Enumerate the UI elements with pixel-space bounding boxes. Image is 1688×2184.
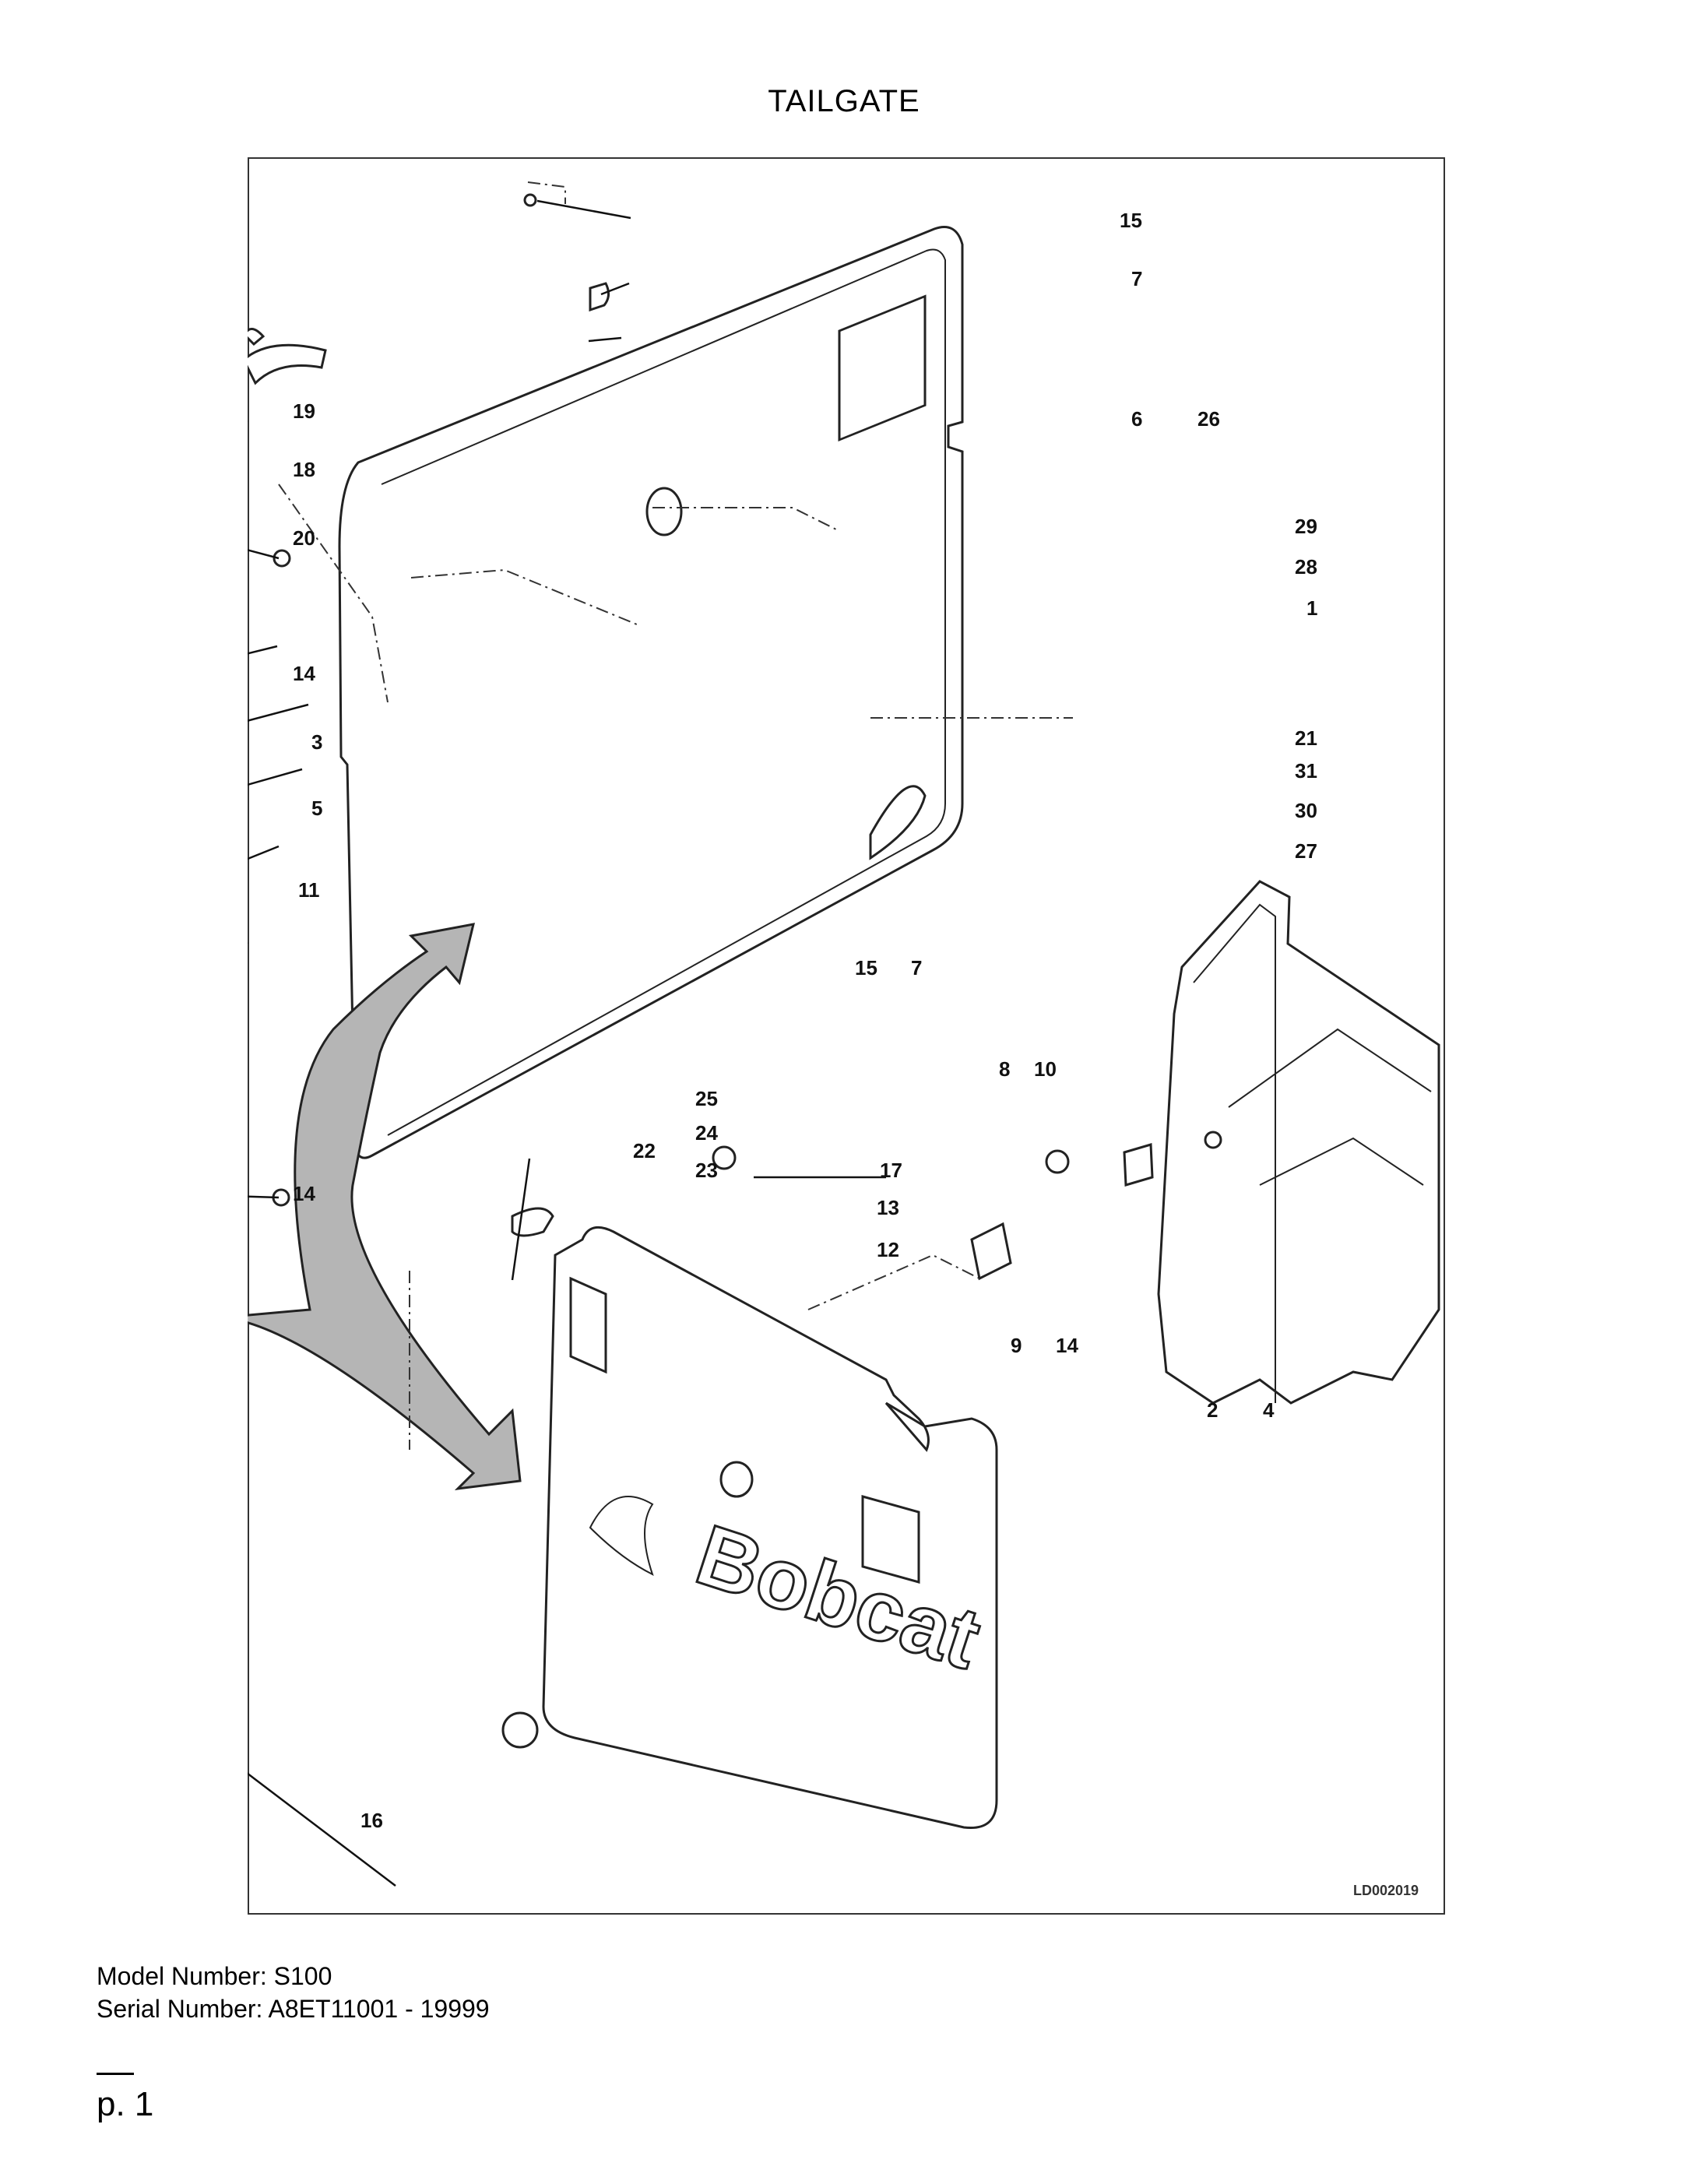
drawing-code: LD002019 (1353, 1883, 1419, 1898)
label-30: 30 (1295, 799, 1317, 822)
label-5: 5 (311, 797, 322, 820)
label-27: 27 (1295, 839, 1317, 863)
label-21: 21 (1295, 726, 1317, 750)
label-17: 17 (880, 1159, 902, 1182)
label-14c: 14 (293, 1182, 315, 1205)
assembly-center-lines (278, 181, 1073, 1450)
page-number: p. 1 (97, 2085, 154, 2123)
label-13: 13 (877, 1196, 899, 1219)
page-title: TAILGATE (768, 84, 920, 118)
label-6: 6 (1131, 407, 1142, 431)
label-14b: 14 (1056, 1334, 1078, 1357)
label-15b: 15 (855, 956, 877, 979)
model-number: Model Number: S100 (97, 1962, 332, 1990)
page-number-rule (97, 2073, 134, 2075)
label-3: 3 (311, 730, 322, 754)
label-9: 9 (1011, 1334, 1022, 1357)
label-11: 11 (298, 878, 320, 902)
label-10: 10 (1034, 1057, 1057, 1081)
label-26: 26 (1197, 407, 1220, 431)
hardware-parts (248, 193, 1222, 1749)
label-2: 2 (1207, 1398, 1218, 1422)
label-12: 12 (877, 1238, 899, 1261)
serial-number: Serial Number: A8ET11001 - 19999 (97, 1995, 490, 2023)
rotation-arrow (248, 923, 522, 1491)
label-29: 29 (1295, 515, 1317, 538)
leader-lines (248, 199, 886, 1887)
loader-frame (1157, 880, 1440, 1405)
label-7: 7 (1131, 267, 1142, 290)
tailgate-outer-cover: Bobcat (542, 1226, 998, 1830)
tailgate-inner-panel (338, 226, 964, 1159)
label-23: 23 (695, 1159, 718, 1182)
diagram-frame (248, 157, 1445, 1915)
label-20: 20 (293, 526, 315, 550)
label-28: 28 (1295, 555, 1317, 579)
label-1: 1 (1306, 596, 1317, 620)
label-8: 8 (999, 1057, 1010, 1081)
label-24: 24 (695, 1121, 718, 1145)
label-31: 31 (1295, 759, 1317, 783)
part-labels: 15 7 19 18 6 26 20 29 28 1 14 3 21 5 31 … (293, 209, 1419, 1898)
label-7b: 7 (911, 956, 922, 979)
tailgate-diagram: Bobcat (248, 181, 1440, 1898)
label-15: 15 (1120, 209, 1142, 232)
label-19: 19 (293, 399, 315, 423)
label-16: 16 (360, 1809, 383, 1832)
label-4: 4 (1263, 1398, 1275, 1422)
label-18: 18 (293, 458, 315, 481)
label-14: 14 (293, 662, 315, 685)
label-22: 22 (633, 1139, 656, 1162)
label-25: 25 (695, 1087, 718, 1110)
bobcat-bird-logo (589, 1496, 654, 1576)
